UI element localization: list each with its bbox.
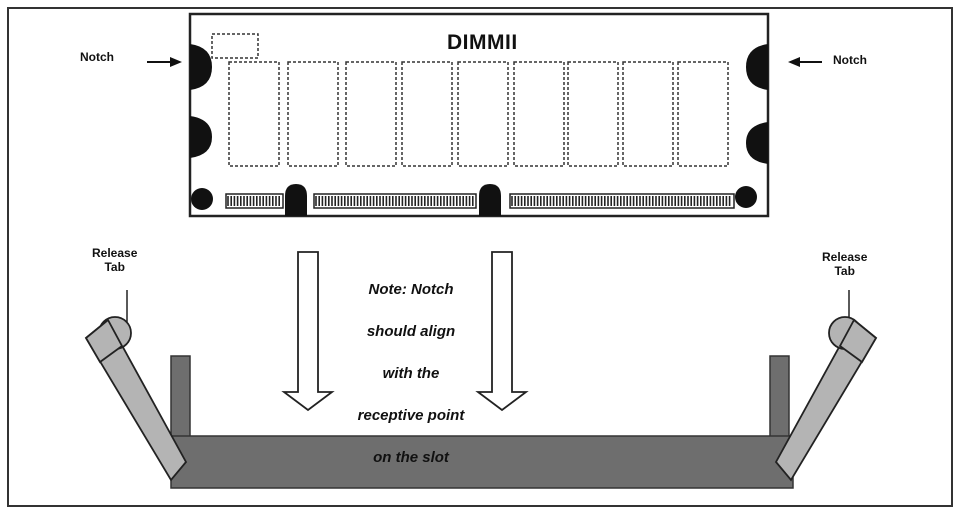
right-notch-top bbox=[746, 44, 768, 90]
insert-arrow-left bbox=[281, 251, 335, 412]
note-line-3: with the bbox=[382, 365, 440, 382]
right-bottom-hole bbox=[735, 186, 757, 208]
release-tab-label-left: Release Tab bbox=[92, 246, 138, 274]
notch-label-left: Notch bbox=[80, 50, 114, 64]
note-line-2: should align bbox=[366, 323, 456, 340]
notch-label-right: Notch bbox=[833, 53, 867, 67]
module-title: DIMMII bbox=[447, 31, 518, 54]
slot-right-post bbox=[769, 355, 790, 439]
left-release-tab bbox=[84, 290, 188, 482]
right-notch-arrow-head bbox=[788, 57, 800, 67]
slot-body bbox=[170, 435, 794, 489]
note-line-5: on the slot bbox=[373, 449, 449, 466]
edge-contacts bbox=[225, 193, 735, 209]
dimm-slot bbox=[170, 355, 794, 489]
alignment-note: Note: Notch should align with the recept… bbox=[336, 258, 486, 489]
release-tab-label-right: Release Tab bbox=[822, 250, 868, 278]
insert-arrow-right bbox=[475, 251, 529, 412]
left-bottom-hole bbox=[191, 188, 213, 210]
memory-chips bbox=[228, 61, 729, 167]
key-notch-2 bbox=[479, 184, 501, 216]
right-notch-mid bbox=[746, 122, 768, 164]
right-release-tab bbox=[774, 290, 878, 482]
left-notch-mid bbox=[190, 116, 212, 158]
notch-arrows bbox=[147, 57, 822, 67]
key-notch-1 bbox=[285, 184, 307, 216]
spd-chip bbox=[211, 33, 259, 59]
dimm-module bbox=[188, 12, 770, 218]
slot-left-post bbox=[170, 355, 191, 439]
note-line-1: Note: Notch bbox=[368, 281, 454, 298]
left-notch-arrow-head bbox=[170, 57, 182, 67]
left-notch-top bbox=[190, 44, 212, 90]
note-line-4: receptive point bbox=[357, 407, 465, 424]
